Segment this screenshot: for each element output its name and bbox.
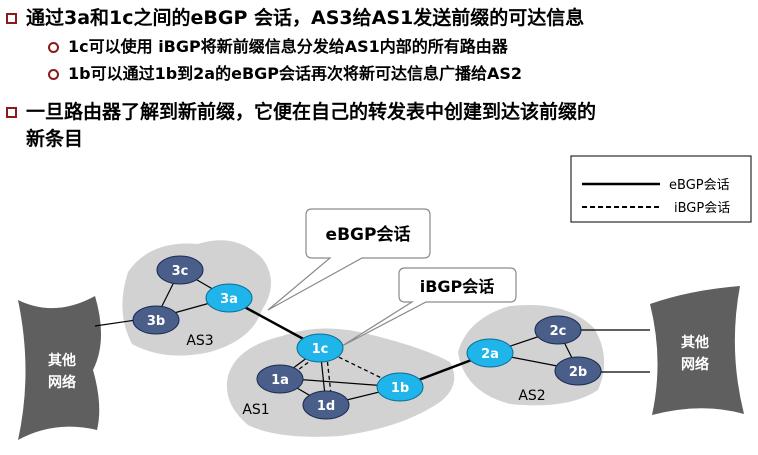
ibgp-callout: iBGP会话: [341, 267, 517, 347]
bullet-ring-icon: [48, 42, 59, 53]
bullet-2-cont: 新条目: [26, 128, 84, 150]
svg-text:3b: 3b: [147, 314, 165, 329]
ibgp-callout-label: iBGP会话: [420, 277, 495, 296]
router-2c: 2c: [534, 315, 582, 345]
as1-label: AS1: [242, 402, 269, 418]
svg-text:3a: 3a: [220, 292, 238, 307]
as2-label: AS2: [518, 388, 545, 404]
bullet-1-1: 1c可以使用 iBGP将新前缀信息分发给AS1内部的所有路由器: [68, 37, 508, 56]
svg-text:1b: 1b: [391, 381, 409, 396]
as3-label: AS3: [186, 333, 213, 349]
ebgp-callout-label: eBGP会话: [326, 224, 411, 245]
svg-text:1c: 1c: [312, 342, 329, 357]
router-3c: 3c: [156, 255, 204, 285]
bullet-1-2: 1b可以通过1b到2a的eBGP会话再次将新可达信息广播给AS2: [68, 64, 523, 83]
bullet-square-icon: [6, 13, 17, 24]
router-3a: 3a: [205, 283, 253, 313]
svg-text:2c: 2c: [550, 324, 567, 339]
ebgp-callout: eBGP会话: [267, 208, 431, 311]
router-2a: 2a: [466, 338, 514, 368]
svg-text:3c: 3c: [172, 264, 189, 279]
other-network-right-line1: 其他: [681, 334, 709, 351]
other-network-left-line1: 其他: [48, 352, 76, 369]
router-2b: 2b: [554, 356, 602, 386]
svg-text:1a: 1a: [271, 373, 289, 388]
bullet-square-icon: [6, 107, 17, 118]
other-network-left: 其他 网络: [18, 296, 102, 440]
bullet-2: 一旦路由器了解到新前缀，它便在自己的转发表中创建到达该前缀的: [26, 101, 597, 123]
router-3b: 3b: [132, 305, 180, 335]
other-network-left-line2: 网络: [48, 374, 76, 391]
legend-ibgp-label: iBGP会话: [674, 201, 730, 216]
svg-text:2a: 2a: [481, 347, 499, 362]
router-1b: 1b: [376, 372, 424, 402]
svg-text:1d: 1d: [317, 399, 335, 414]
router-1a: 1a: [256, 364, 304, 394]
svg-text:2b: 2b: [569, 365, 587, 380]
legend: eBGP会话 iBGP会话: [570, 155, 752, 223]
other-network-right: 其他 网络: [650, 286, 744, 415]
other-network-right-line2: 网络: [681, 356, 709, 373]
bullet-ring-icon: [48, 69, 59, 80]
router-1d: 1d: [302, 390, 350, 420]
router-1c: 1c: [296, 333, 344, 363]
bullet-1: 通过3a和1c之间的eBGP 会话，AS3给AS1发送前缀的可达信息: [26, 7, 585, 29]
legend-ebgp-label: eBGP会话: [669, 178, 730, 193]
